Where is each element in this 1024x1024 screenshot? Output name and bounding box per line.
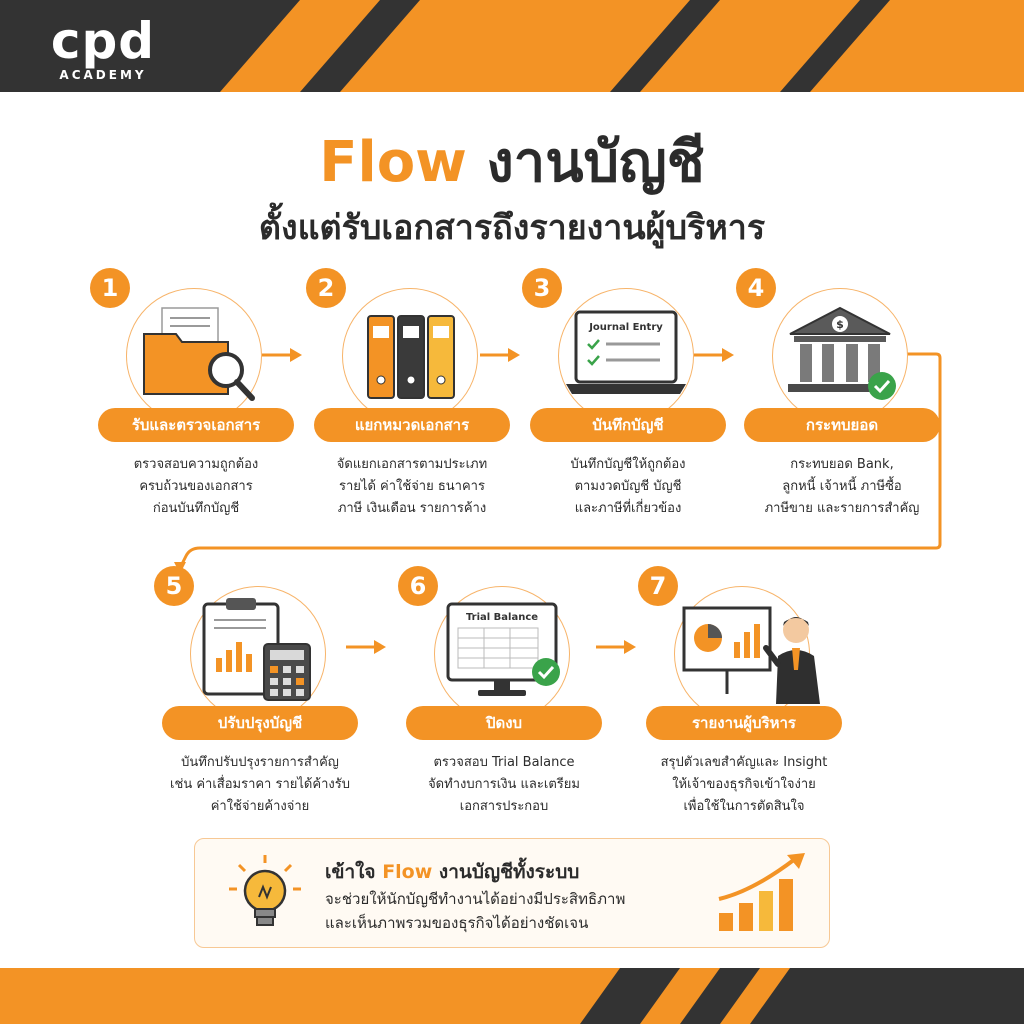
step-label: ปิดงบ bbox=[406, 706, 602, 740]
summary-title-prefix: เข้าใจ bbox=[325, 861, 383, 883]
arrow-right-icon bbox=[596, 640, 636, 654]
desc-line: สรุปตัวเลขสำคัญและ Insight bbox=[660, 755, 828, 770]
footer-band bbox=[0, 968, 1024, 1024]
bank-check-icon: $ bbox=[788, 306, 896, 400]
desc-line: และภาษีที่เกี่ยวข้อง bbox=[574, 501, 682, 516]
presenter-board-icon bbox=[682, 606, 820, 704]
step-description: ตรวจสอบ Trial Balance จัดทำงบการเงิน และ… bbox=[394, 752, 614, 818]
step-1: 1 รับและตรวจเอกสาร ตรวจสอบความถูกต้อง คร… bbox=[86, 268, 306, 528]
step-label: บันทึกบัญชี bbox=[530, 408, 726, 442]
summary-line-2: และเห็นภาพรวมของธุรกิจได้อย่างชัดเจน bbox=[325, 914, 589, 932]
arrow-right-icon bbox=[694, 348, 734, 362]
desc-line: ภาษี เงินเดือน รายการค้าง bbox=[337, 501, 487, 516]
desc-line: เช่น ค่าเสื่อมราคา รายได้ค้างรับ bbox=[170, 777, 350, 792]
svg-text:$: $ bbox=[836, 318, 844, 331]
step-number: 7 bbox=[638, 566, 678, 606]
logo: cpd ACADEMY bbox=[28, 16, 178, 82]
step-2: 2 แยกหมวดเอกสาร จัดแยกเอกสารตามประเภท รา… bbox=[302, 268, 522, 528]
step-5: 5 ปรับปรุงบัญชี บันทึกปรับปรุงรายการสำคั… bbox=[150, 566, 370, 826]
step-7: 7 รายงานผู้บริหาร สรุปตัวเลขสำคัญและ Ins… bbox=[634, 566, 854, 826]
desc-line: บันทึกบัญชีให้ถูกต้อง bbox=[570, 457, 686, 472]
desc-line: ตามงวดบัญชี บัญชี bbox=[574, 479, 682, 494]
desc-line: ค่าใช้จ่ายค้างจ่าย bbox=[210, 799, 310, 814]
step-number: 2 bbox=[306, 268, 346, 308]
laptop-journal-icon: Journal Entry bbox=[566, 310, 686, 394]
desc-line: เพื่อใช้ในการตัดสินใจ bbox=[683, 799, 805, 814]
summary-title-accent: Flow bbox=[382, 861, 433, 883]
title-accent: Flow bbox=[319, 130, 467, 195]
clipboard-calculator-icon bbox=[202, 598, 311, 701]
icon-caption: Journal Entry bbox=[588, 322, 663, 333]
arrow-right-icon bbox=[480, 348, 520, 362]
step-3: Journal Entry 3 บันทึกบัญชี บันทึกบัญชีใ… bbox=[518, 268, 738, 528]
logo-tagline: ACADEMY bbox=[59, 68, 147, 82]
step-4: $ 4 กระทบยอด กระทบยอด Bank, ลูกหนี้ เจ้า… bbox=[732, 268, 952, 528]
monitor-trial-balance-icon: Trial Balance bbox=[446, 602, 560, 696]
desc-line: จัดแยกเอกสารตามประเภท bbox=[336, 457, 488, 472]
desc-line: ก่อนบันทึกบัญชี bbox=[152, 501, 240, 516]
folder-search-icon bbox=[143, 307, 255, 401]
desc-line: กระทบยอด Bank, bbox=[790, 457, 894, 472]
lightbulb-icon bbox=[229, 855, 301, 926]
title-rest: งานบัญชี bbox=[466, 130, 705, 195]
step-label: กระทบยอด bbox=[744, 408, 940, 442]
step-label: รายงานผู้บริหาร bbox=[646, 706, 842, 740]
step-number: 1 bbox=[90, 268, 130, 308]
step-number: 6 bbox=[398, 566, 438, 606]
desc-line: ตรวจสอบ Trial Balance bbox=[433, 755, 575, 770]
step-label: แยกหมวดเอกสาร bbox=[314, 408, 510, 442]
step-description: สรุปตัวเลขสำคัญและ Insight ให้เจ้าของธุร… bbox=[634, 752, 854, 818]
header-stripes bbox=[0, 0, 1024, 92]
logo-text: cpd bbox=[50, 12, 156, 70]
desc-line: ลูกหนี้ เจ้าหนี้ ภาษีซื้อ bbox=[782, 479, 902, 494]
summary-box: เข้าใจ Flow งานบัญชีทั้งระบบ จะช่วยให้นั… bbox=[194, 838, 830, 948]
arrow-right-icon bbox=[262, 348, 302, 362]
desc-line: รายได้ ค่าใช้จ่าย ธนาคาร bbox=[339, 479, 485, 494]
step-description: ตรวจสอบความถูกต้อง ครบถ้วนของเอกสาร ก่อน… bbox=[86, 454, 306, 520]
page-subtitle: ตั้งแต่รับเอกสารถึงรายงานผู้บริหาร bbox=[258, 208, 766, 248]
binders-icon bbox=[367, 315, 455, 399]
header-band: cpd ACADEMY bbox=[0, 0, 1024, 92]
step-number: 5 bbox=[154, 566, 194, 606]
step-label: ปรับปรุงบัญชี bbox=[162, 706, 358, 740]
arrow-right-icon bbox=[346, 640, 386, 654]
desc-line: ตรวจสอบความถูกต้อง bbox=[133, 457, 259, 472]
step-6: Trial Balance 6 ปิดงบ ตรวจสอบ Trial Bala… bbox=[394, 566, 614, 826]
step-number: 4 bbox=[736, 268, 776, 308]
desc-line: ครบถ้วนของเอกสาร bbox=[139, 479, 253, 494]
desc-line: ให้เจ้าของธุรกิจเข้าใจง่าย bbox=[672, 777, 816, 792]
step-label: รับและตรวจเอกสาร bbox=[98, 408, 294, 442]
summary-line-1: จะช่วยให้นักบัญชีทำงานได้อย่างมีประสิทธิ… bbox=[325, 890, 626, 908]
step-description: บันทึกปรับปรุงรายการสำคัญ เช่น ค่าเสื่อม… bbox=[150, 752, 370, 818]
step-description: บันทึกบัญชีให้ถูกต้อง ตามงวดบัญชี บัญชี … bbox=[518, 454, 738, 520]
step-description: จัดแยกเอกสารตามประเภท รายได้ ค่าใช้จ่าย … bbox=[302, 454, 522, 520]
step-number: 3 bbox=[522, 268, 562, 308]
summary-title: เข้าใจ Flow งานบัญชีทั้งระบบ bbox=[325, 857, 579, 887]
growth-chart-icon bbox=[718, 853, 805, 931]
summary-title-suffix: งานบัญชีทั้งระบบ bbox=[432, 861, 580, 883]
page-title: Flow งานบัญชี bbox=[0, 128, 1024, 198]
footer-stripes bbox=[0, 968, 1024, 1024]
step-description: กระทบยอด Bank, ลูกหนี้ เจ้าหนี้ ภาษีซื้อ… bbox=[732, 454, 952, 520]
desc-line: ภาษีขาย และรายการสำคัญ bbox=[764, 501, 920, 516]
icon-caption: Trial Balance bbox=[466, 612, 538, 623]
desc-line: บันทึกปรับปรุงรายการสำคัญ bbox=[181, 755, 339, 770]
desc-line: เอกสารประกอบ bbox=[459, 799, 549, 814]
desc-line: จัดทำงบการเงิน และเตรียม bbox=[428, 777, 580, 792]
